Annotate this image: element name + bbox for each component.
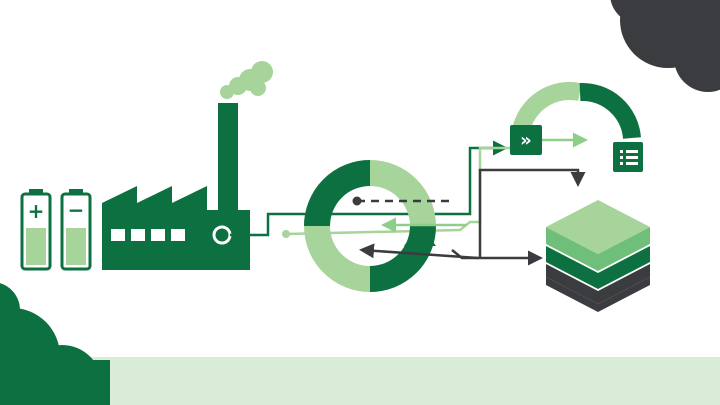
- battery-plus-icon: +: [20, 189, 52, 271]
- factory-window: [131, 229, 145, 241]
- connector-line: [478, 168, 586, 258]
- factory-window: [111, 229, 125, 241]
- minus-sign: −: [68, 198, 85, 222]
- plus-sign: +: [28, 199, 45, 223]
- factory-port: [212, 225, 232, 245]
- forward-glyph: »: [520, 130, 532, 151]
- document-list-icon: [613, 142, 643, 172]
- connector-line: [230, 140, 508, 237]
- battery-minus-icon: −: [60, 189, 92, 271]
- fast-forward-icon: »: [510, 125, 542, 155]
- cloud-icon: [0, 283, 110, 405]
- cloud-icon: [610, 0, 720, 92]
- layered-stack-icon: [546, 200, 650, 312]
- arc-progress: [512, 81, 641, 140]
- factory-icon: [102, 61, 273, 270]
- ground-band: [0, 357, 720, 405]
- factory-window: [151, 229, 165, 241]
- smoke: [220, 61, 273, 99]
- factory-window: [171, 229, 185, 241]
- connector-line: [451, 249, 543, 266]
